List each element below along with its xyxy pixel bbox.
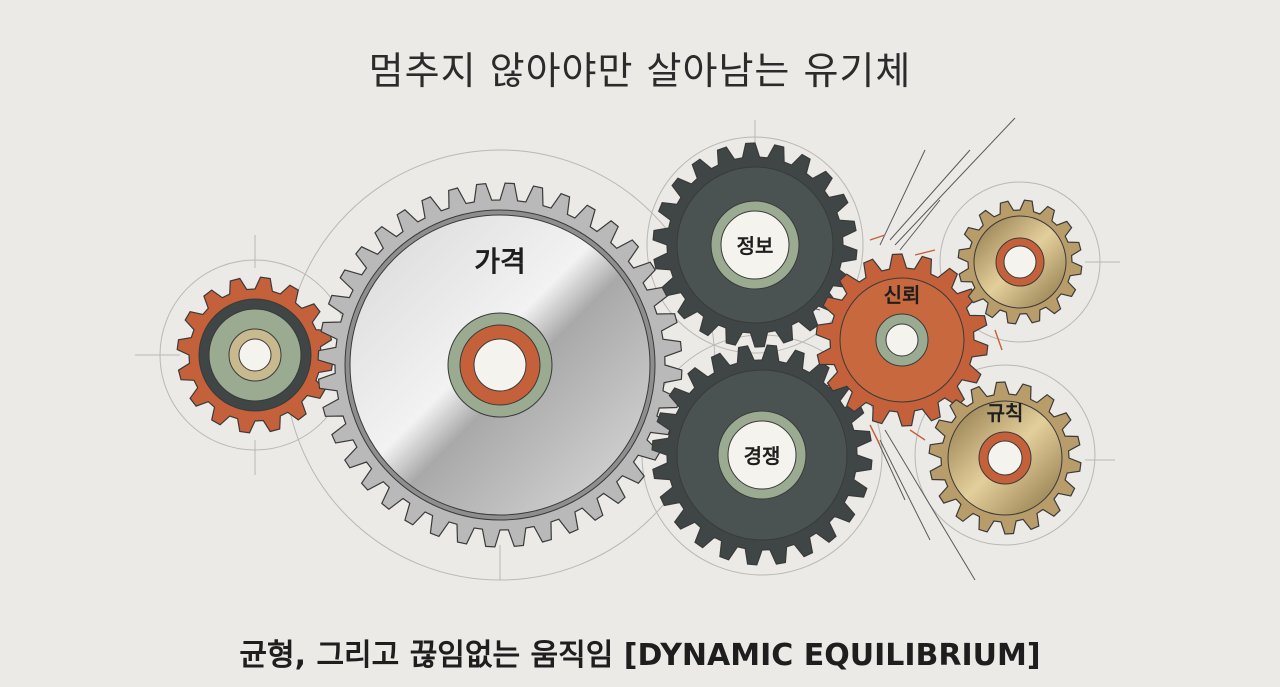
gear-info-ring-2 — [720, 210, 790, 280]
gear-competition — [651, 344, 873, 566]
gear-small-left — [176, 276, 334, 434]
gear-small-left-ring-3 — [238, 338, 272, 372]
gear-rules-top — [957, 199, 1083, 325]
gear-competition-ring-2 — [727, 420, 797, 490]
gear-info — [652, 142, 858, 348]
gear-label-info: 정보 — [737, 234, 774, 258]
gear-price-ring-4 — [473, 338, 527, 392]
spark-flecks — [869, 234, 1003, 446]
gear-label-competition: 경쟁 — [744, 444, 781, 468]
gear-label-price: 가격 — [474, 245, 526, 278]
gear-trust — [815, 253, 989, 427]
gear-rules-top-ring-2 — [1003, 245, 1037, 279]
gear-trust-ring-2 — [885, 323, 919, 357]
gear-rules-ring-2 — [987, 440, 1023, 476]
gear-rules — [928, 381, 1082, 535]
diagram-title: 멈추지 않아야만 살아남는 유기체 — [368, 49, 912, 93]
gear-label-rules: 규칙 — [987, 401, 1024, 425]
gear-label-trust: 신뢰 — [884, 283, 921, 307]
gear-price — [317, 182, 683, 548]
diagram-subtitle: 균형, 그리고 끊임없는 움직임 [DYNAMIC EQUILIBRIUM] — [239, 638, 1041, 673]
